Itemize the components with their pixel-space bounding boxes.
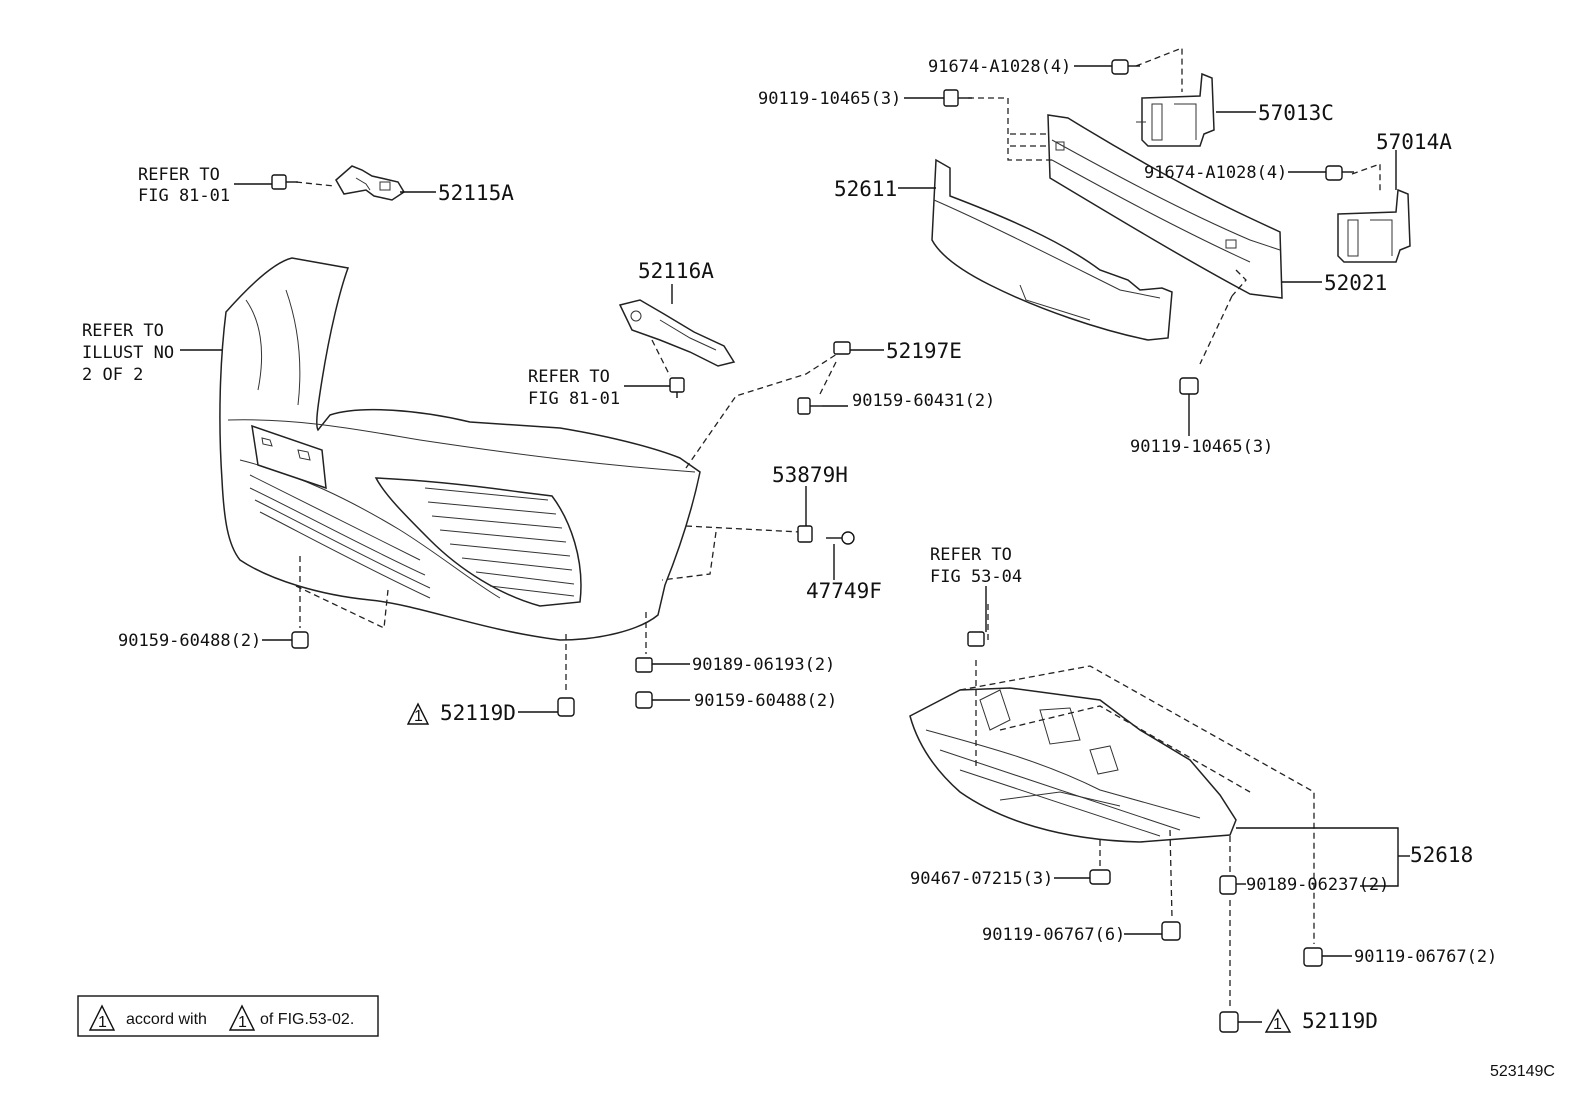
bolt-icon <box>1325 165 1354 181</box>
extension-57013c <box>1136 72 1215 147</box>
label-90119-06767-6: 90119-06767(6) <box>982 925 1125 945</box>
energy-absorber-52611 <box>931 158 1173 341</box>
label-52115a: 52115A <box>438 181 514 205</box>
label-refer-illust-line2: ILLUST NO <box>82 343 174 363</box>
part-labels: 91674-A1028(4) 57013C 90119-10465(3) 570… <box>82 57 1497 1033</box>
label-refer-fig-81-01-a-line2: FIG 81-01 <box>138 186 230 206</box>
bolt-icon <box>1303 947 1323 967</box>
label-91674-a1028-mid: 91674-A1028(4) <box>1144 163 1287 183</box>
label-refer-illust-line3: 2 OF 2 <box>82 365 143 385</box>
nut-icon <box>1219 875 1237 895</box>
nut-icon <box>635 657 653 673</box>
dashed-connector-lines <box>295 47 1381 1010</box>
legend-note-box: 1 accord with 1 of FIG.53-02. <box>77 995 379 1037</box>
bolt-icon <box>1161 921 1181 941</box>
label-refer-illust-line1: REFER TO <box>82 321 164 341</box>
nut-icon <box>1089 869 1111 885</box>
label-refer-fig-81-01-b-line1: REFER TO <box>528 367 610 387</box>
label-52611: 52611 <box>834 177 897 201</box>
screw-icon <box>826 531 855 545</box>
label-57014a: 57014A <box>1376 130 1452 154</box>
label-57013c: 57013C <box>1258 101 1334 125</box>
bolt-icon <box>669 377 685 398</box>
label-52119d-right: 52119D <box>1302 1009 1378 1033</box>
bolt-icon <box>1219 1011 1239 1033</box>
bolt-icon <box>271 174 298 190</box>
clip-icon <box>797 525 813 543</box>
bumper-cover-illustration <box>219 257 701 641</box>
leader-lines <box>180 65 1410 1023</box>
clip-icon <box>833 341 851 355</box>
svg-text:1: 1 <box>414 708 423 725</box>
bolt-icon <box>1179 377 1199 402</box>
warning-triangle-icon: 1 <box>88 1004 116 1031</box>
label-refer-fig-81-01-a-line1: REFER TO <box>138 165 220 185</box>
label-90119-10465-top: 90119-10465(3) <box>758 89 901 109</box>
label-91674-a1028-top: 91674-A1028(4) <box>928 57 1071 77</box>
warning-triangle-icon: 1 <box>1264 1008 1292 1033</box>
label-90189-06237: 90189-06237(2) <box>1246 875 1389 895</box>
bolt-icon <box>943 89 972 107</box>
extension-57014a <box>1337 188 1411 263</box>
label-refer-fig-53-04-line2: FIG 53-04 <box>930 567 1022 587</box>
bolt-icon <box>291 631 309 649</box>
label-53879h: 53879H <box>772 463 848 487</box>
label-90159-60431: 90159-60431(2) <box>852 391 995 411</box>
fasteners <box>271 59 1354 1033</box>
warning-triangle-icon: 1 <box>406 702 430 725</box>
warning-triangle-icon: 1 <box>228 1004 256 1031</box>
nut-icon <box>967 631 985 647</box>
label-52119d-left: 52119D <box>440 701 516 725</box>
label-90119-06767-2: 90119-06767(2) <box>1354 947 1497 967</box>
label-52021: 52021 <box>1324 271 1387 295</box>
label-47749f: 47749F <box>806 579 882 603</box>
bracket-52116a <box>618 299 736 367</box>
svg-text:1: 1 <box>238 1014 247 1031</box>
bolt-icon <box>635 691 653 709</box>
label-52116a: 52116A <box>638 259 714 283</box>
label-52197e: 52197E <box>886 339 962 363</box>
note-text-fig: of FIG.53-02. <box>260 1011 354 1028</box>
note-text-accord: accord with <box>126 1011 207 1028</box>
svg-text:1: 1 <box>1273 1016 1282 1033</box>
bumper-reinforcement-52021 <box>1047 114 1283 299</box>
label-90119-10465-bottom: 90119-10465(3) <box>1130 437 1273 457</box>
bolt-icon <box>557 697 575 717</box>
label-refer-fig-81-01-b-line2: FIG 81-01 <box>528 389 620 409</box>
figure-number: 523149C <box>1490 1063 1555 1080</box>
label-90189-06193: 90189-06193(2) <box>692 655 835 675</box>
label-52618: 52618 <box>1410 843 1473 867</box>
screw-icon <box>797 397 822 415</box>
label-90159-60488-left: 90159-60488(2) <box>118 631 261 651</box>
bolt-icon <box>1111 59 1140 75</box>
bracket-52115a <box>335 165 406 201</box>
svg-text:1: 1 <box>98 1014 107 1031</box>
label-90467-07215: 90467-07215(3) <box>910 869 1053 889</box>
engine-under-cover-52618 <box>909 687 1237 843</box>
label-90159-60488-right: 90159-60488(2) <box>694 691 837 711</box>
label-refer-fig-53-04-line1: REFER TO <box>930 545 1012 565</box>
